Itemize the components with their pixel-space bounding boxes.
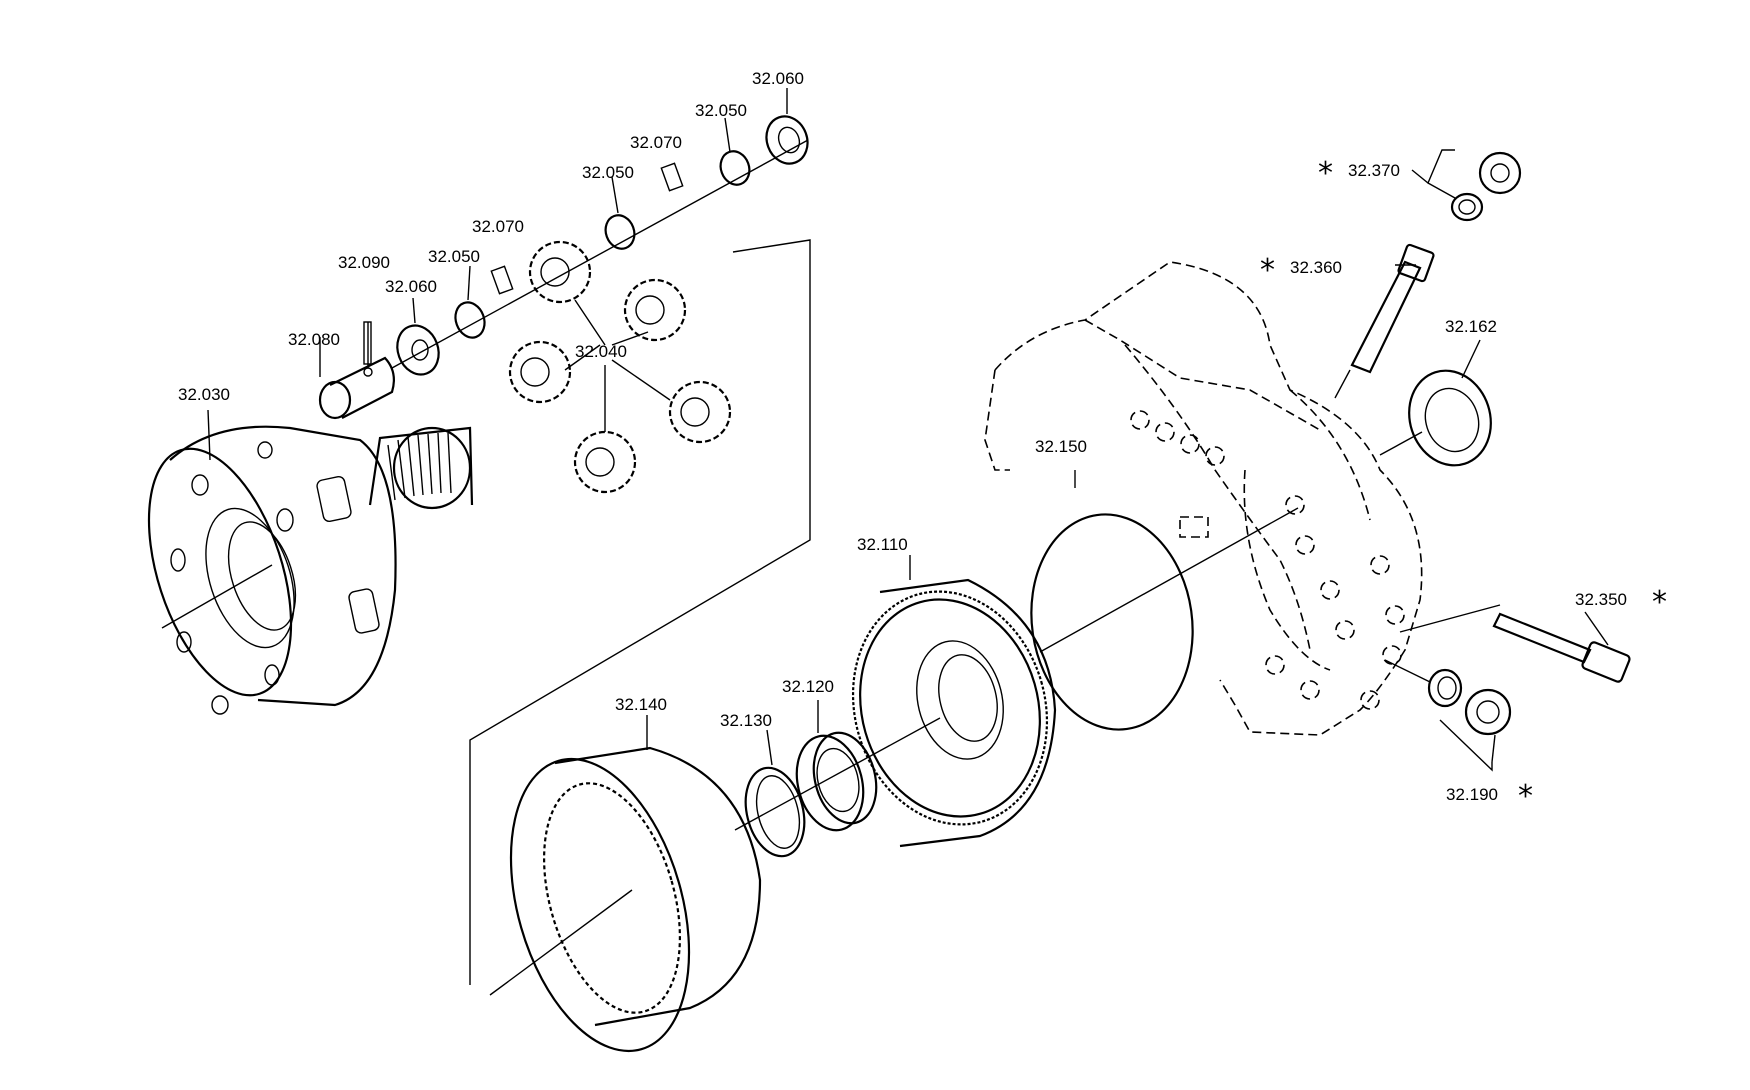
o-ring-part <box>1030 507 1299 731</box>
callout-32-060-b: 32.060 <box>385 277 437 296</box>
screw-plug-part <box>1450 151 1522 222</box>
callout-32-350: 32.350 <box>1575 590 1627 609</box>
snap-ring-part <box>604 115 809 250</box>
asterisk-marker-32-190: * <box>1518 779 1533 814</box>
callout-32-130: 32.130 <box>720 711 772 730</box>
thrust-washer-part <box>396 324 440 376</box>
leader-lines <box>207 88 1609 772</box>
asterisk-markers: * * * * <box>1260 156 1667 814</box>
callout-32-070-a: 32.070 <box>630 133 682 152</box>
callout-32-370: 32.370 <box>1348 161 1400 180</box>
spur-gear-part <box>851 578 1057 848</box>
group-frame <box>469 239 811 985</box>
planet-carrier-part <box>147 425 474 715</box>
callout-32-050-c: 32.050 <box>428 247 480 266</box>
asterisk-marker-32-350: * <box>1652 585 1667 620</box>
callout-32-150: 32.150 <box>1035 437 1087 456</box>
callout-leaders-planets <box>564 299 671 432</box>
retaining-ring-part <box>744 766 806 858</box>
transmission-housing-part <box>984 261 1423 736</box>
callout-32-190: 32.190 <box>1446 785 1498 804</box>
callout-32-050-a: 32.050 <box>695 101 747 120</box>
callout-32-040: 32.040 <box>575 342 627 361</box>
drain-plug-part <box>1384 659 1512 736</box>
callout-32-030: 32.030 <box>178 385 230 404</box>
callout-32-162: 32.162 <box>1445 317 1497 336</box>
callout-32-090: 32.090 <box>338 253 390 272</box>
planet-pin-part <box>318 321 395 420</box>
callout-32-050-b: 32.050 <box>582 163 634 182</box>
callout-32-060-a: 32.060 <box>752 69 804 88</box>
callout-32-080: 32.080 <box>288 330 340 349</box>
callout-32-120: 32.120 <box>782 677 834 696</box>
callout-32-110: 32.110 <box>857 535 908 554</box>
asterisk-marker-32-360: * <box>1260 253 1275 288</box>
temperature-sensor-part <box>1334 243 1435 399</box>
asterisk-marker-32-370: * <box>1318 156 1333 191</box>
axis-line-planets <box>391 139 809 369</box>
callout-labels: 32.060 32.050 32.070 32.050 32.070 32.05… <box>178 69 1627 804</box>
planet-gear-part <box>508 240 732 494</box>
callout-32-140: 32.140 <box>615 695 667 714</box>
shaft-seal-part <box>1379 369 1492 467</box>
callout-32-360: 32.360 <box>1290 258 1342 277</box>
ball-bearing-part <box>795 731 878 832</box>
needle-cage-part <box>490 162 684 295</box>
snap-ring-part <box>454 301 486 339</box>
ring-gear-part <box>489 746 762 1053</box>
axis-line-output <box>734 717 941 831</box>
speed-sensor-part <box>1399 604 1631 683</box>
callout-32-070-b: 32.070 <box>472 217 524 236</box>
